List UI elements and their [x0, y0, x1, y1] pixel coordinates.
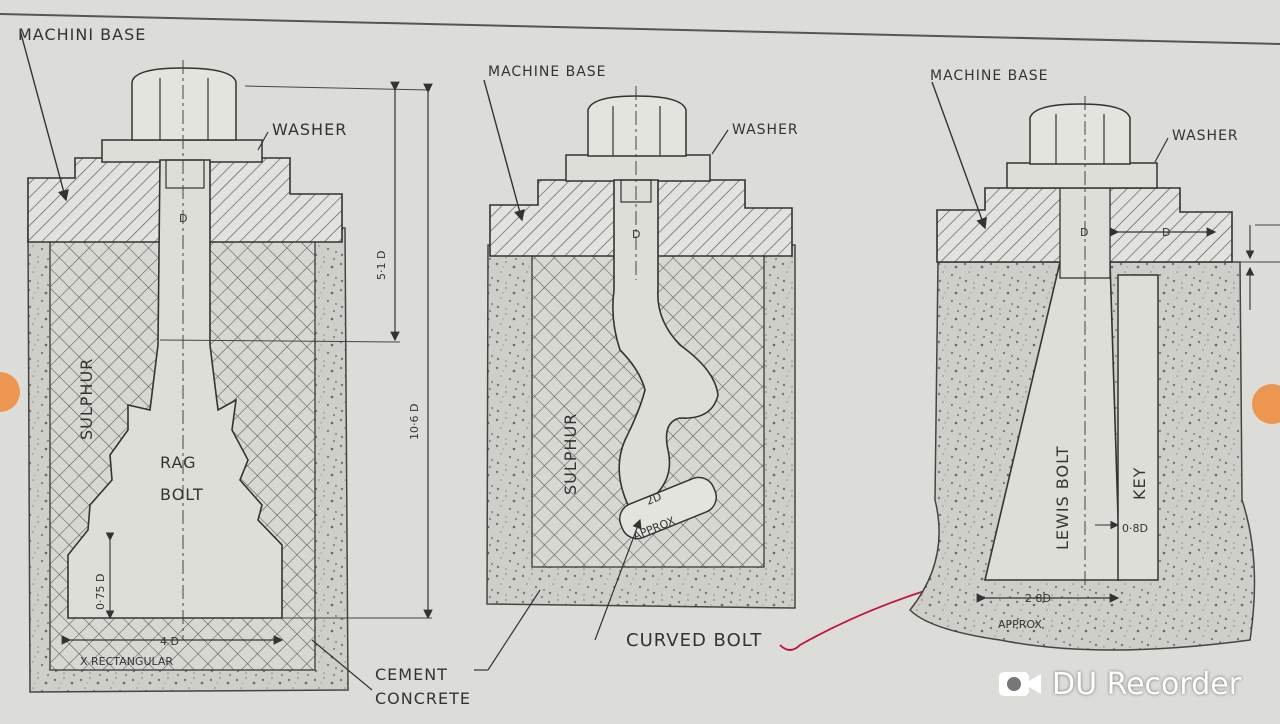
curved-washer-label: WASHER: [732, 122, 799, 138]
right-edge-tool-button[interactable]: [1252, 384, 1280, 424]
video-camera-icon: [998, 669, 1042, 699]
rag-rectangular-label: X RECTANGULAR: [80, 655, 173, 668]
sheet-border: [0, 13, 1280, 45]
du-recorder-watermark: DU Recorder: [998, 660, 1241, 708]
lewis-approx-label: APPROX: [998, 618, 1042, 631]
curved-washer: [565, 154, 711, 182]
rag-bolt-figure: MACHINI BASE WASHER SULPHUR RAG BOLT D 5…: [18, 25, 433, 693]
curved-bolt-figure: MACHINE BASE WASHER SULPHUR D 2D APPROX …: [474, 64, 799, 671]
rag-bolt-label-1: RAG: [160, 453, 197, 472]
lewis-machine-base-label: MACHINE BASE: [930, 68, 1049, 84]
rag-washer: [101, 139, 263, 163]
lewis-d-right-label: D: [1162, 226, 1170, 239]
curved-sulphur-label: SULPHUR: [561, 413, 580, 495]
concrete-label: CONCRETE: [375, 689, 471, 708]
curved-bolt-end: [618, 476, 718, 540]
rag-washer-label: WASHER: [272, 120, 347, 139]
lewis-nut: [1029, 103, 1131, 165]
curved-bolt-body: [612, 179, 719, 506]
lewis-washer: [1006, 162, 1158, 189]
lewis-dim-28d: 2·8D: [1025, 592, 1051, 605]
lewis-key-label: KEY: [1130, 467, 1149, 500]
rag-sulphur-label: SULPHUR: [77, 358, 96, 440]
curved-2d-label: 2D: [644, 490, 663, 508]
rag-dim-075d: 0·75 D: [94, 574, 107, 610]
lewis-dim-08d: 0·8D: [1122, 522, 1148, 535]
rag-dim-51d: 5·1 D: [375, 251, 388, 280]
rag-d-label: D: [179, 212, 187, 225]
lewis-d-label: D: [1080, 226, 1088, 239]
rag-dim-106d: 10·6 D: [408, 404, 421, 440]
curved-bolt-caption: CURVED BOLT: [626, 630, 762, 651]
curved-machine-base-label: MACHINE BASE: [488, 64, 607, 80]
du-recorder-text: DU Recorder: [1052, 666, 1242, 702]
curved-nut: [587, 95, 687, 157]
lewis-bolt-figure: MACHINE BASE WASHER D D LEWIS BOLT KEY 0…: [908, 68, 1280, 651]
rag-machine-base-label: MACHINI BASE: [18, 25, 146, 44]
rag-nut: [131, 67, 237, 141]
rag-dim-4d: 4 D: [160, 635, 179, 648]
left-edge-tool-button[interactable]: [0, 372, 20, 412]
rag-bolt-body: [67, 159, 283, 619]
lewis-bolt-label: LEWIS BOLT: [1053, 445, 1072, 550]
lewis-key: [1117, 274, 1159, 581]
curved-d-label: D: [632, 228, 640, 241]
rag-bolt-label-2: BOLT: [160, 485, 204, 504]
cement-label: CEMENT: [375, 665, 448, 684]
lewis-washer-label: WASHER: [1172, 128, 1239, 144]
